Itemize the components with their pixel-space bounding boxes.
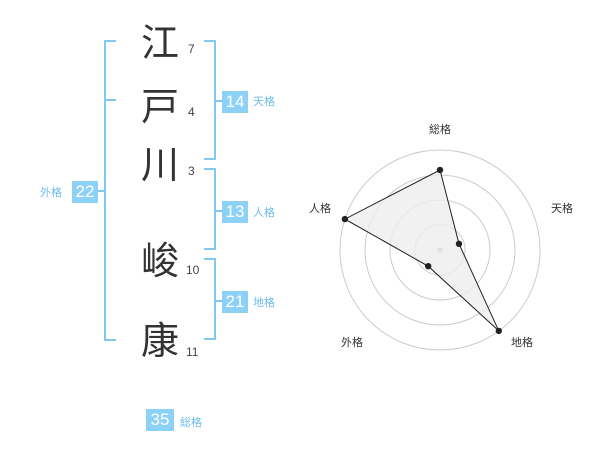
radar-axis-label-jinkaku: 人格: [309, 202, 331, 215]
tenkaku-label: 天格: [253, 95, 275, 108]
radar-point-1: [436, 166, 444, 174]
jinkaku-value: 13: [222, 201, 248, 223]
name-char-2: 戸: [140, 85, 179, 129]
name-char-1: 江: [140, 21, 179, 65]
chikaku-label: 地格: [253, 296, 275, 309]
gaikaku-bracket: [104, 40, 116, 341]
radar-point-2: [455, 240, 463, 247]
name-char-5: 康: [140, 319, 179, 363]
radar-axis-label-gaikaku: 外格: [341, 336, 363, 349]
jinkaku-bracket-tick: [216, 210, 222, 212]
stroke-count-1: 7: [188, 42, 195, 56]
name-char-3: 川: [140, 143, 179, 187]
radar-axis-label-tenkaku: 天格: [551, 202, 573, 215]
gaikaku-label: 外格: [40, 186, 62, 199]
radar-axis-label-soukaku: 総格: [429, 123, 451, 136]
soukaku-value: 35: [146, 409, 174, 431]
chikaku-value: 21: [222, 291, 248, 313]
stroke-count-4: 10: [186, 263, 200, 277]
tenkaku-bracket-tick: [216, 100, 222, 102]
gaikaku-bracket-tick-2: [92, 190, 104, 192]
gaikaku-value: 22: [72, 181, 98, 203]
jinkaku-bracket: [204, 168, 216, 250]
stroke-count-5: 11: [186, 345, 199, 359]
radar-axis-label-chikaku: 地格: [511, 336, 533, 349]
tenkaku-bracket: [204, 40, 216, 160]
jinkaku-label: 人格: [253, 206, 275, 219]
radar-ring: [339, 149, 541, 351]
stroke-count-2: 4: [188, 105, 195, 119]
radar-polygon: [343, 169, 500, 332]
chikaku-bracket: [204, 258, 216, 340]
radar-point-4: [425, 263, 432, 270]
tenkaku-value: 14: [222, 91, 248, 113]
radar-point-3: [495, 327, 502, 335]
stroke-count-3: 3: [188, 164, 195, 178]
chikaku-bracket-tick: [216, 300, 222, 302]
soukaku-label: 総格: [180, 416, 202, 429]
radar-point-5: [341, 215, 349, 223]
name-char-4: 峻: [140, 239, 179, 283]
gaikaku-bracket-tick-1: [104, 99, 116, 101]
radar-chart: [339, 149, 541, 351]
